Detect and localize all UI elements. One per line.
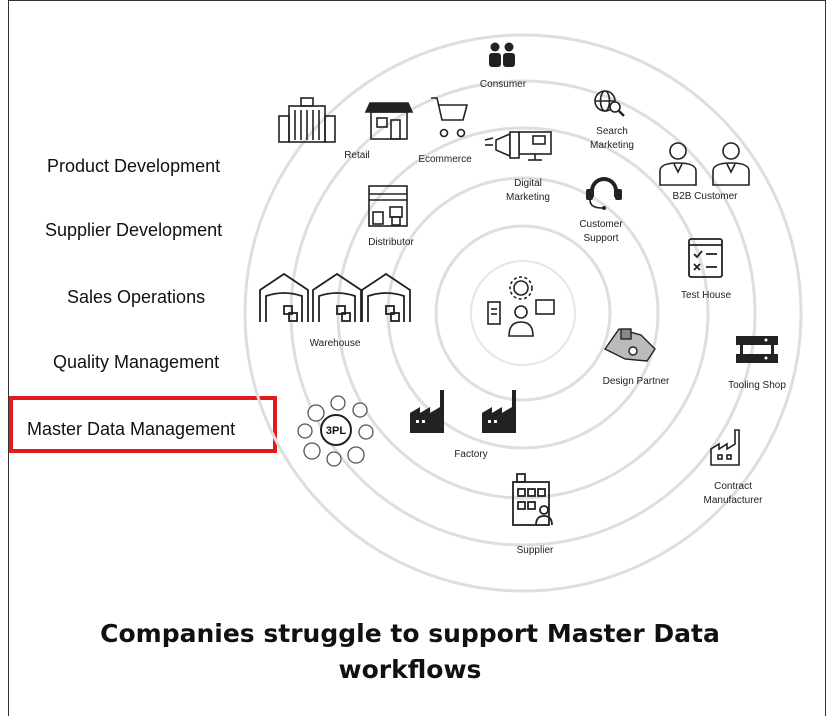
factory-label: Factory	[454, 449, 487, 460]
testhouse-label: Test House	[681, 290, 731, 301]
warehouse-label: Warehouse	[310, 338, 361, 349]
concentric-rings	[243, 33, 803, 593]
menu-item-quality-management[interactable]: Quality Management	[53, 352, 220, 372]
support-label-line1: Customer	[579, 219, 623, 230]
ecommerce-label: Ecommerce	[418, 154, 472, 165]
office-building-icon	[512, 473, 553, 526]
caption-line1: Companies struggle to support Master Dat…	[100, 619, 720, 648]
distributor-icon	[368, 185, 408, 227]
shopping-cart-icon	[431, 97, 469, 138]
consumer-label: Consumer	[480, 79, 527, 90]
warehouse-icon	[259, 272, 411, 322]
mechanical-part-icon	[603, 328, 656, 362]
factory-icon	[410, 390, 516, 433]
tooling-label: Tooling Shop	[728, 380, 786, 391]
b2b-label: B2B Customer	[672, 191, 738, 202]
rack-icon	[736, 336, 778, 363]
headset-icon	[586, 177, 622, 210]
menu-item-sales-operations[interactable]: Sales Operations	[67, 287, 206, 307]
search-label-line2: Marketing	[590, 140, 634, 151]
person-gear-icon	[487, 276, 555, 337]
small-factory-icon	[710, 429, 740, 466]
slide-frame	[8, 0, 826, 716]
menu-item-master-data-management[interactable]: Master Data Management	[27, 419, 236, 439]
building-icon	[278, 97, 336, 143]
businessman-icon	[659, 142, 750, 186]
megaphone-monitor-icon	[484, 131, 552, 161]
storefront-icon	[364, 102, 414, 140]
supplier-label: Supplier	[517, 545, 554, 556]
highlight-box	[9, 396, 277, 453]
contract-label-line1: Contract	[714, 481, 752, 492]
search-label-line1: Search	[596, 126, 628, 137]
center-circle	[470, 260, 576, 366]
checklist-icon	[688, 238, 723, 278]
support-label-line2: Support	[583, 233, 618, 244]
digital-label-line1: Digital	[514, 178, 542, 189]
people-icon	[489, 42, 515, 67]
menu-item-supplier-development[interactable]: Supplier Development	[45, 220, 223, 240]
menu-item-product-development[interactable]: Product Development	[47, 156, 221, 176]
distributor-label: Distributor	[368, 237, 414, 248]
digital-label-line2: Marketing	[506, 192, 550, 203]
retail-label: Retail	[344, 150, 370, 161]
caption-line2: workflows	[338, 655, 482, 684]
caption: Companies struggle to support Master Dat…	[60, 616, 760, 688]
contract-label-line2: Manufacturer	[704, 495, 764, 506]
threepl-label: 3PL	[326, 425, 346, 437]
logistics-network-icon	[297, 395, 374, 467]
designpartner-label: Design Partner	[603, 376, 670, 387]
globe-search-icon	[594, 90, 625, 117]
